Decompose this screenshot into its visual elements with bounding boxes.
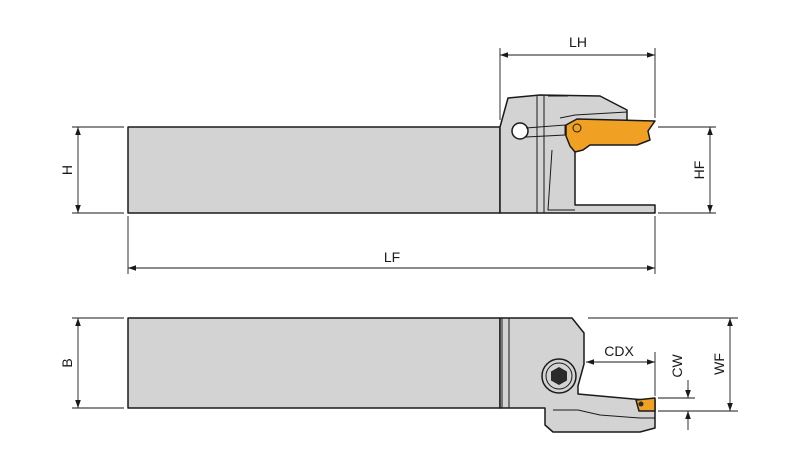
- label-lh: LH: [569, 34, 587, 50]
- plan-view: [127, 317, 656, 433]
- label-h: H: [59, 165, 75, 175]
- head-plan: [499, 317, 656, 433]
- screw-head-inner: [545, 362, 573, 390]
- label-wf: WF: [711, 353, 727, 375]
- insert-plan-hole: [638, 401, 644, 407]
- label-hf: HF: [691, 161, 707, 180]
- head-lower-edge: [547, 149, 575, 211]
- head-plan-lower: [553, 409, 655, 419]
- head-side: [499, 94, 656, 214]
- shank-plan: [127, 317, 501, 409]
- insert-side: [565, 118, 656, 153]
- head-clamp-edge: [559, 111, 628, 119]
- label-cw: CW: [669, 354, 685, 378]
- label-b: B: [59, 358, 75, 367]
- insert-plan: [635, 397, 656, 412]
- clamp-screw-hole: [511, 122, 529, 140]
- hex-socket-icon: [551, 367, 567, 385]
- insert-locating-hole: [572, 123, 582, 133]
- label-lf: LF: [384, 249, 400, 265]
- clamp-slot: [525, 124, 566, 138]
- side-view: [127, 94, 656, 214]
- shank-side: [127, 126, 501, 214]
- label-cdx: CDX: [604, 343, 634, 359]
- dimension-labels: LH H HF LF B CDX CW WF: [59, 34, 727, 378]
- dimension-lines: [72, 48, 738, 430]
